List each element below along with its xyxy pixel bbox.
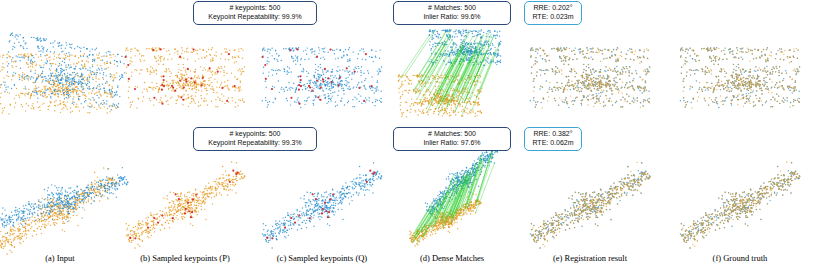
- source-cloud: [681, 161, 801, 248]
- metric-text: # keypoints: 500: [200, 130, 310, 139]
- subfigure-caption: (b) Sampled keypoints (P): [140, 253, 229, 263]
- target-cloud: [262, 162, 383, 249]
- metric-text: # Matches: 500: [400, 4, 504, 13]
- subfigure-caption: (f) Ground truth: [713, 253, 768, 263]
- metric-box: RRE: 0.382°RTE: 0.062m: [524, 127, 582, 151]
- metric-text: RRE: 0.382°: [531, 130, 575, 139]
- metric-box: RRE: 0.202°RTE: 0.023m: [524, 1, 582, 25]
- metric-text: Inlier Ratio: 97.6%: [400, 139, 504, 148]
- metric-box: # Matches: 500Inlier Ratio: 97.6%: [393, 127, 511, 151]
- target-cloud: [530, 47, 651, 108]
- target-cloud: [262, 47, 383, 108]
- metric-box: # Matches: 500Inlier Ratio: 99.6%: [393, 1, 511, 25]
- metric-text: RTE: 0.023m: [531, 13, 575, 22]
- metric-text: RRE: 0.202°: [531, 4, 575, 13]
- target-cloud: [680, 162, 801, 249]
- metric-text: Inlier Ratio: 99.6%: [400, 13, 504, 22]
- keypoint-dots: [129, 170, 239, 240]
- metric-text: Keypoint Repeatability: 99.3%: [200, 139, 310, 148]
- source-cloud: [531, 162, 651, 249]
- match-lines: [411, 149, 495, 243]
- keypoint-dots: [125, 48, 236, 105]
- source-cloud: [530, 47, 650, 108]
- keypoint-dots: [266, 170, 376, 240]
- subfigure-caption: (d) Dense Matches: [420, 253, 484, 263]
- target-cloud: [1, 32, 127, 110]
- source-cloud: [398, 74, 483, 118]
- source-cloud: [0, 167, 117, 254]
- metric-text: # keypoints: 500: [200, 4, 310, 13]
- metric-box: # keypoints: 500Keypoint Repeatability: …: [193, 1, 317, 25]
- source-cloud: [125, 47, 245, 109]
- target-cloud: [680, 47, 801, 108]
- match-lines: [399, 30, 500, 116]
- source-cloud: [126, 161, 246, 248]
- metric-box: # keypoints: 500Keypoint Repeatability: …: [193, 127, 317, 151]
- subfigure-caption: (e) Registration result: [553, 253, 627, 263]
- source-cloud: [680, 47, 800, 109]
- metric-text: Keypoint Repeatability: 99.9%: [200, 13, 310, 22]
- subfigure-caption: (c) Sampled keypoints (Q): [277, 253, 367, 263]
- target-cloud: [530, 162, 651, 249]
- metric-text: RTE: 0.062m: [531, 139, 575, 148]
- metric-text: # Matches: 500: [400, 130, 504, 139]
- target-cloud: [0, 167, 128, 234]
- source-cloud: [0, 53, 117, 115]
- keypoint-dots: [262, 48, 373, 105]
- subfigure-caption: (a) Input: [45, 253, 75, 263]
